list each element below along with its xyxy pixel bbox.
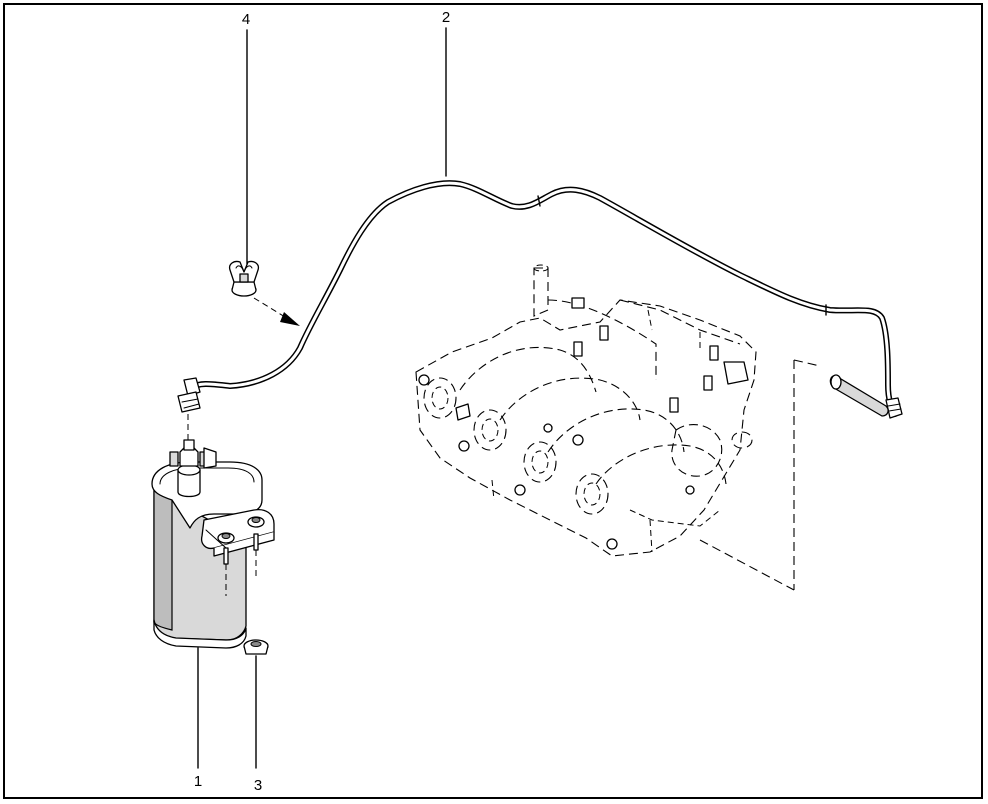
hose-routing-sleeve [829,374,889,417]
evap-canister [151,439,275,649]
hose-clip [228,260,260,297]
callout-1: 1 [194,773,202,790]
hose-mount-reference-line [699,359,821,591]
clip-install-arrow [253,297,300,326]
intake-manifold-reference [415,264,757,557]
callout-2: 2 [442,9,450,26]
diagram-border [3,3,983,799]
callout-4: 4 [242,11,250,28]
callout-3: 3 [254,777,262,794]
canister-nut [243,639,269,655]
purge-hose [177,180,903,419]
